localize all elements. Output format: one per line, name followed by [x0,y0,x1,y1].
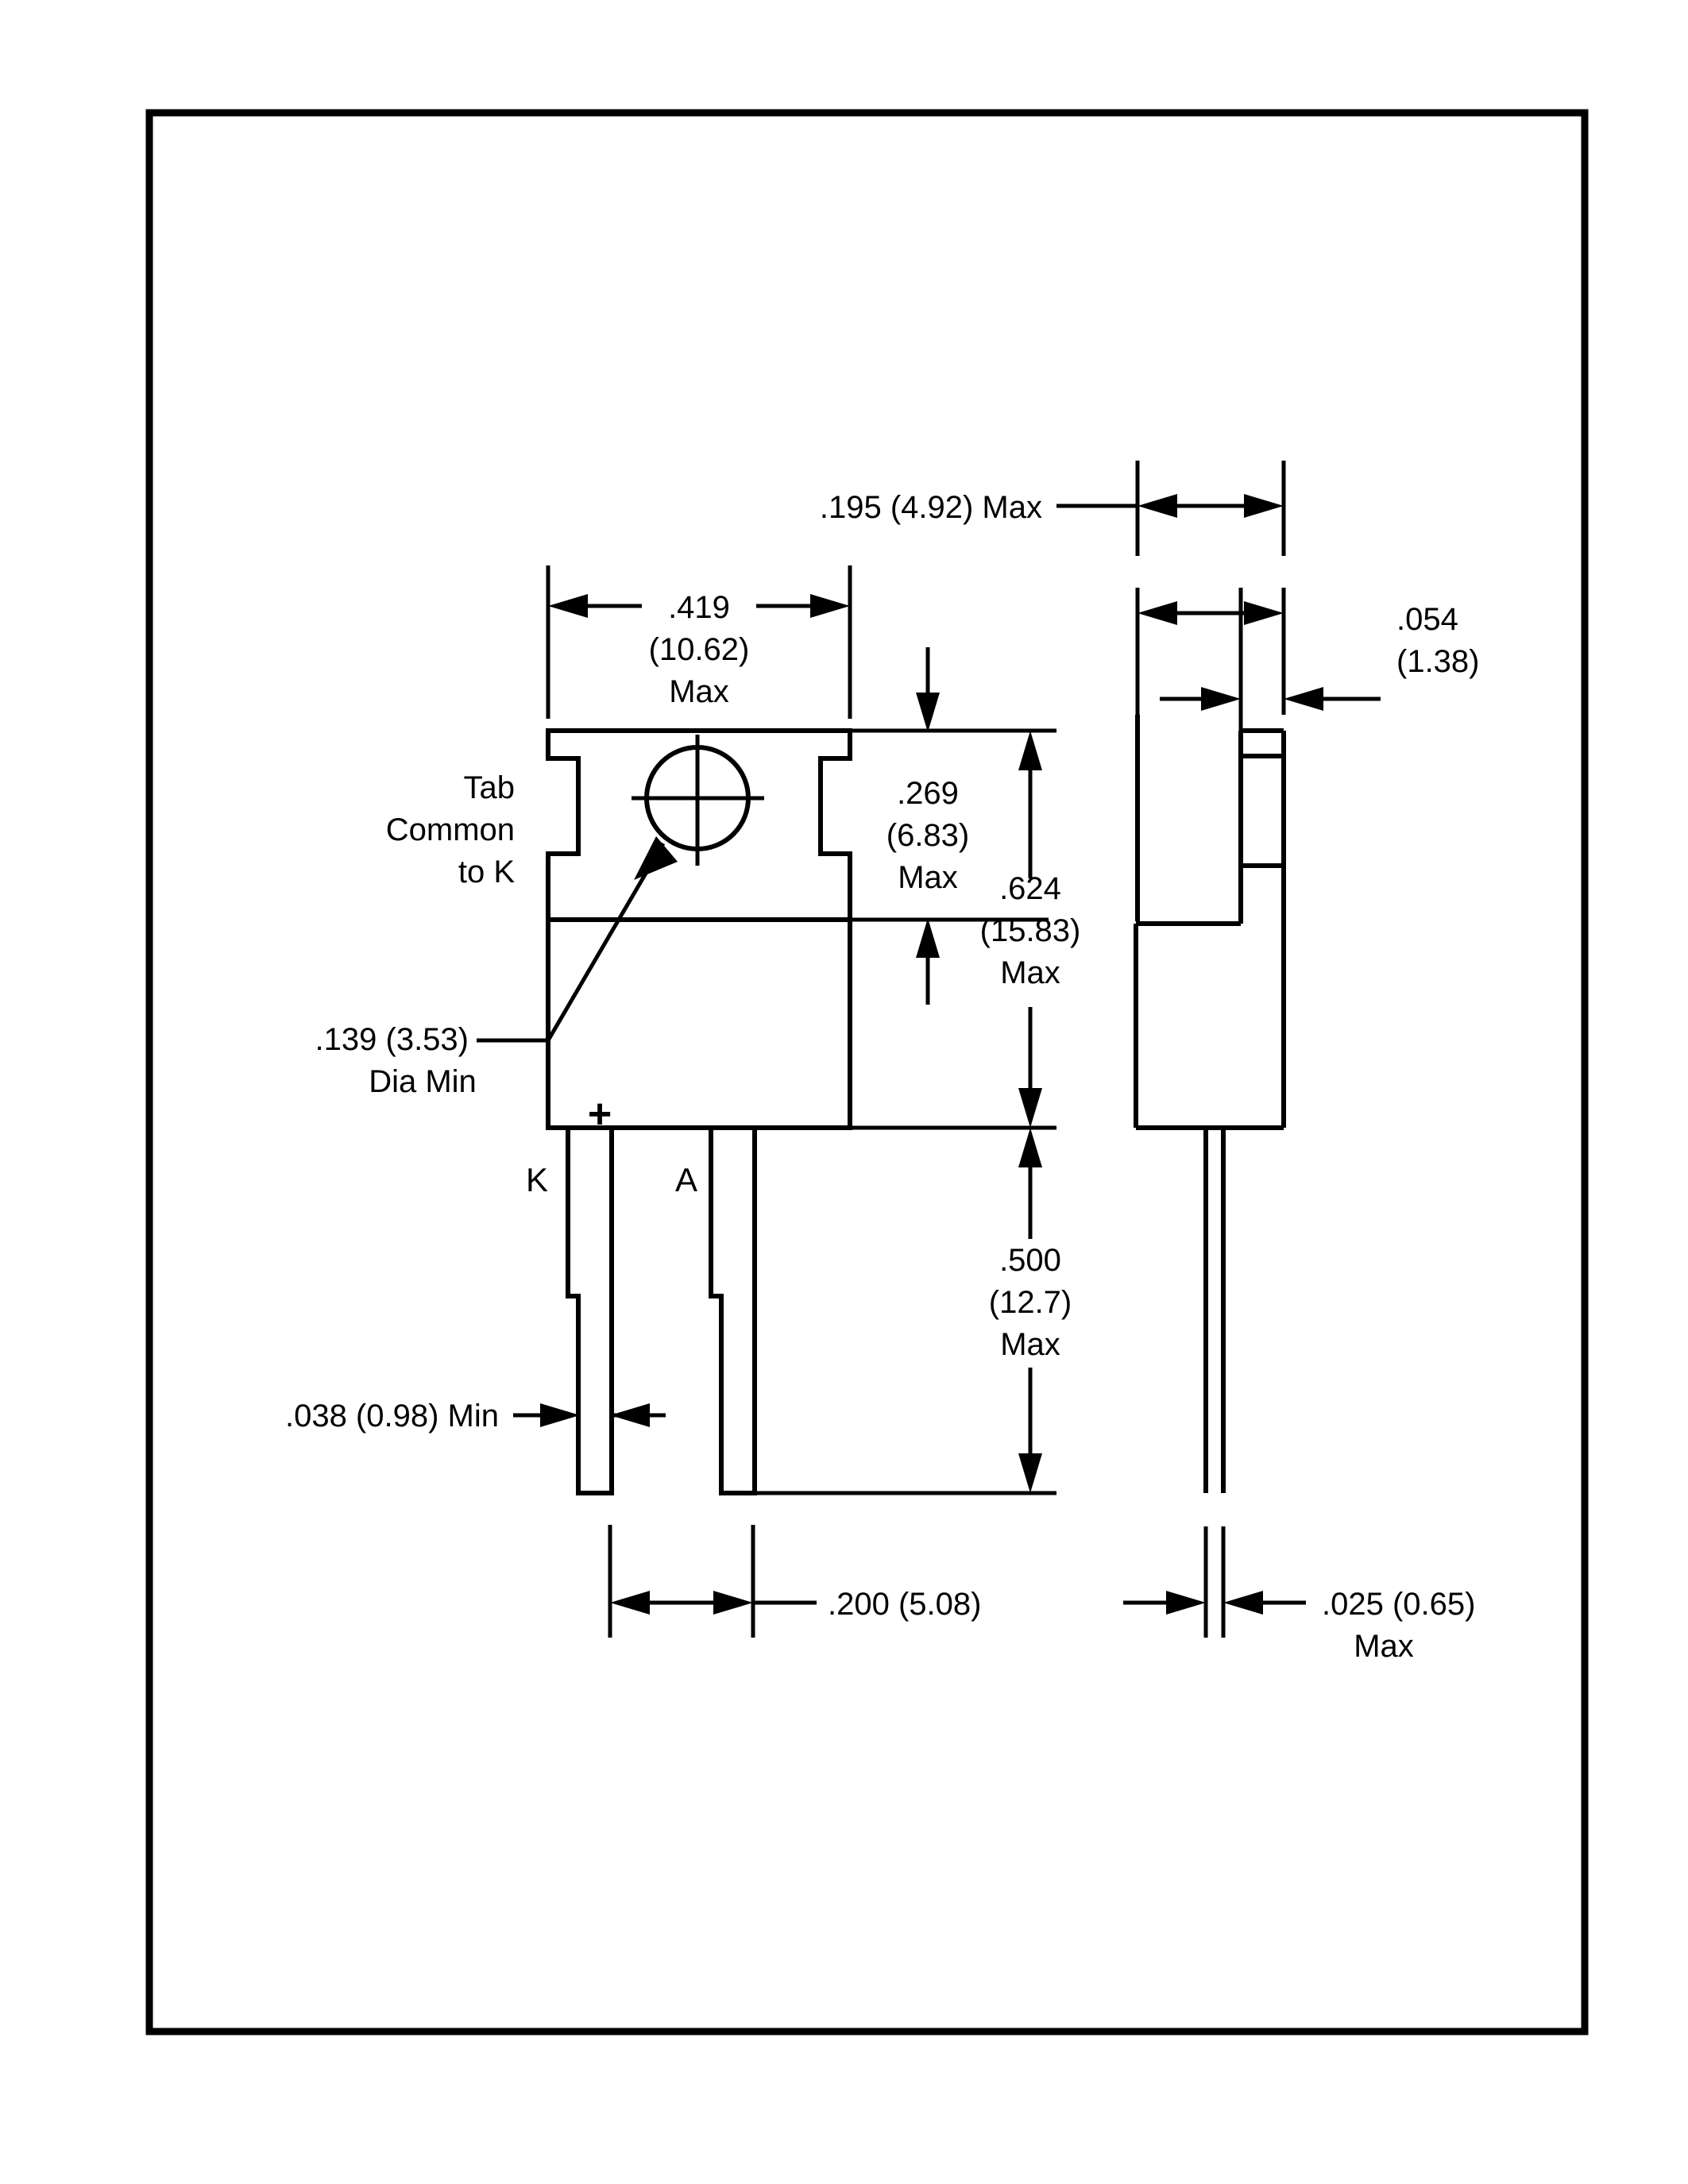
lead-length-label-line-1: .500 [999,1243,1061,1278]
lead-k [566,1125,614,1495]
dimension-lead-thickness: .025 (0.65) Max [1123,1526,1475,1664]
tab-height-label-line-2: (6.83) [886,818,970,853]
overall-thickness-arrow-right [1244,494,1284,518]
body-width-label-line-3: Max [669,674,729,709]
lead-pitch-arrow-left [610,1591,650,1615]
lead-pitch-label: .200 (5.08) [828,1587,981,1622]
tab-thickness-arrow-upper-left [1138,601,1177,625]
dimension-lead-length: .500 (12.7) Max [755,1128,1072,1495]
lead-width-arrow-left [540,1403,580,1427]
side-view-fill [1134,731,1284,1128]
tab-common-note: Tab Common to K [386,770,516,889]
dimension-tab-thickness: .054 (1.38) [1135,588,1480,866]
hole-dia-label-line-1: .139 (3.53) [315,1022,469,1057]
drawing-frame [145,109,1589,2035]
lead-thickness-arrow-left [1166,1591,1206,1615]
pin-label-a: A [675,1161,697,1198]
dimension-mounting-hole-dia: .139 (3.53) Dia Min [315,836,678,1099]
package-height-label-line-1: .624 [999,871,1061,906]
dimension-overall-thickness: .195 (4.92) Max [820,461,1286,556]
body-width-label-line-2: (10.62) [649,632,750,667]
lead-thickness-label-line-1: .025 (0.65) [1322,1587,1475,1622]
lead-length-arrow-top [1018,1128,1042,1167]
tab-thickness-label-line-1: .054 [1396,602,1458,637]
lead-width-label: .038 (0.98) Min [285,1399,499,1433]
side-view: .195 (4.92) Max .054 (1.38) [820,461,1480,1664]
package-height-label-line-2: (15.83) [980,913,1081,948]
lead-length-arrow-bottom [1018,1453,1042,1493]
lead-length-label-line-3: Max [1000,1327,1060,1362]
lead-pitch-arrow-right [713,1591,753,1615]
tab-note-line-3: to K [458,855,515,889]
tab-thickness-arrow-upper-right [1244,601,1284,625]
front-view: + K A Tab Common to K [285,565,1080,1638]
tab-height-arrow-bottom [916,918,940,958]
dimension-lead-pitch: .200 (5.08) [608,1525,981,1638]
lead-a [709,1125,757,1495]
body-width-arrow-left [548,594,588,618]
tab-height-label-line-3: Max [898,860,958,895]
package-height-arrow-bottom [1018,1088,1042,1128]
dimension-body-width: .419 (10.62) Max [546,565,852,719]
tab-note-line-2: Common [386,812,515,847]
package-height-arrow-top [1018,731,1042,770]
tab-height-label-line-1: .269 [897,776,959,811]
lead-thickness-arrow-right [1223,1591,1263,1615]
pin-label-k: K [526,1161,548,1198]
tab-thickness-arrow-in-right [1284,687,1323,711]
tab-note-line-1: Tab [464,770,516,805]
tab-thickness-label-line-2: (1.38) [1396,644,1480,679]
lead-width-arrow-right [610,1403,650,1427]
overall-thickness-label: .195 (4.92) Max [820,490,1042,525]
body-width-label-line-1: .419 [668,590,730,625]
dimension-lead-width: .038 (0.98) Min [285,1399,666,1433]
dimension-package-height: .624 (15.83) Max [850,728,1081,1130]
overall-thickness-arrow-left [1138,494,1177,518]
body-width-arrow-right [810,594,850,618]
lead-length-label-line-2: (12.7) [989,1285,1072,1320]
hole-dia-label-line-2: Dia Min [369,1064,477,1099]
tab-thickness-arrow-in-left [1201,687,1241,711]
package-height-label-line-3: Max [1000,955,1060,990]
dimension-tab-height: .269 (6.83) Max [850,647,1049,1005]
hole-dia-leader-arrow [634,836,678,880]
tab-height-arrow-top [916,693,940,732]
hole-dia-leader-line [477,842,666,1043]
lead-thickness-label-line-2: Max [1354,1629,1414,1664]
